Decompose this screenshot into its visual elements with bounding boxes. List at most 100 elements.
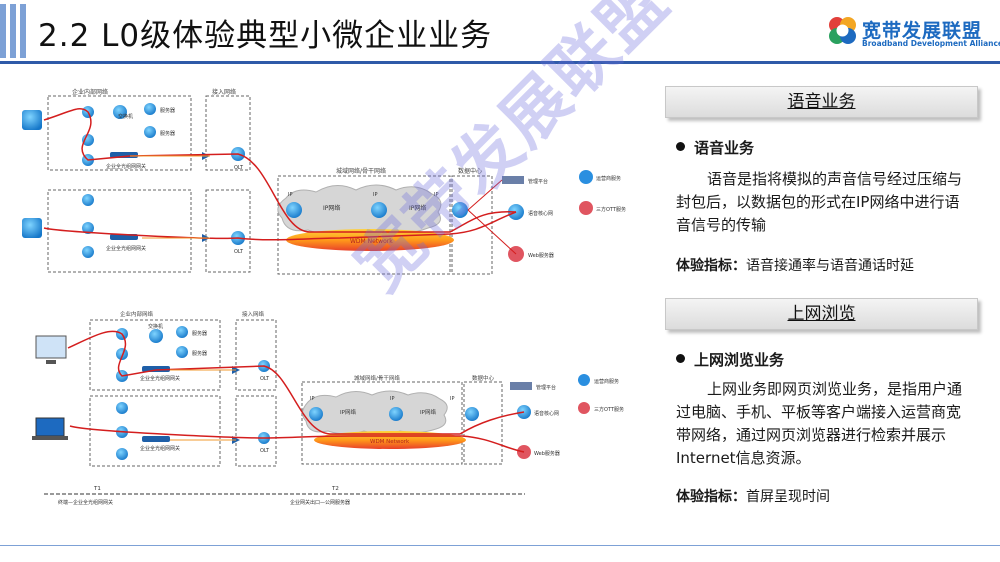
- label-switch: 交换机: [118, 113, 133, 120]
- server-icon: [176, 326, 188, 338]
- footer-divider: [0, 545, 1000, 546]
- dc-box: [451, 175, 493, 275]
- server-icon: [176, 346, 188, 358]
- ip-router-icon: [309, 407, 323, 421]
- diagram-bottom: 企业内部网络 接入网络 城域网络/骨干网络 数据中心 IP网络 IP网络 IP …: [32, 310, 624, 506]
- ip-label-2: IP: [373, 192, 378, 198]
- voice-metric-label: 体验指标：: [676, 258, 746, 274]
- label-third-party: 三方OTT服务: [594, 406, 624, 413]
- mgmt-platform-icon: [510, 382, 532, 390]
- label-web-server: Web服务器: [528, 252, 554, 259]
- laptop-icon: [35, 417, 65, 437]
- web-flow-path: [69, 425, 525, 453]
- label-third-party: 三方OTT服务: [596, 206, 626, 213]
- label-data-center: 数据中心: [472, 374, 495, 382]
- t1-label: T1: [93, 486, 101, 492]
- web-metric: 体验指标：首屏呈现时间: [676, 486, 830, 506]
- section-heading-web: 上网浏览: [665, 298, 978, 330]
- ip-net-label-1: IP网络: [323, 204, 340, 212]
- web-flow-path: [67, 330, 525, 435]
- switch-icon: [113, 105, 127, 119]
- metro-box: [277, 175, 451, 275]
- bullet-voice-text: 语音业务: [694, 139, 755, 157]
- ip-net-label-2: IP网络: [420, 408, 436, 416]
- ip-network-cloud: [302, 390, 448, 435]
- label-op-service: 运营商服务: [596, 175, 621, 182]
- label-olt: OLT: [260, 448, 270, 454]
- mgmt-platform-icon: [502, 176, 524, 184]
- ip-label-3: IP: [434, 192, 439, 198]
- label-olt: OLT: [260, 376, 270, 382]
- label-gateway: 企业全光组网网关: [106, 245, 146, 252]
- ap-icon: [116, 402, 128, 414]
- page-title: 2.2 L0级体验典型小微企业业务: [38, 18, 493, 54]
- t1-desc: 终端—企业全光组网网关: [58, 499, 113, 506]
- title-underline: [0, 61, 1000, 64]
- enterprise-box-2: [47, 189, 192, 273]
- web-metric-label: 体验指标：: [676, 489, 746, 505]
- gateway-icon: [142, 436, 170, 442]
- access-box-2: [235, 395, 277, 467]
- operator-service-icon: [578, 374, 590, 386]
- label-gateway: 企业全光组网网关: [140, 445, 180, 452]
- ap-icon: [82, 222, 94, 234]
- label-op-service: 运营商服务: [594, 378, 619, 385]
- label-gateway: 企业全光组网网关: [140, 375, 180, 382]
- wdm-network-band: [286, 229, 454, 251]
- ott-service-icon: [578, 402, 590, 414]
- logo-subtitle: Broadband Development Alliance: [862, 39, 1000, 48]
- access-box-1: [235, 319, 277, 391]
- voice-flow-path: [43, 211, 517, 241]
- switch-icon: [149, 329, 163, 343]
- voice-metric: 体验指标：语音接通率与语音通话时延: [676, 255, 914, 275]
- label-voice-core: 语音核心网: [528, 210, 553, 217]
- ip-router-icon: [389, 407, 403, 421]
- ip-label-1: IP: [310, 396, 315, 402]
- ap-icon: [82, 194, 94, 206]
- label-olt: OLT: [234, 165, 244, 171]
- bullet-web-text: 上网浏览业务: [694, 351, 785, 369]
- ip-router-icon: [286, 202, 302, 218]
- label-voice-core: 语音核心网: [534, 410, 559, 417]
- operator-service-icon: [579, 170, 593, 184]
- enterprise-box-1: [47, 95, 192, 171]
- diagram-top: 企业内部网络 接入网络 城域网络/骨干网络 数据中心 IP网络 IP网络 IP …: [22, 88, 626, 275]
- phone-terminal-icon: [22, 110, 42, 130]
- voice-metric-value: 语音接通率与语音通话时延: [746, 258, 914, 274]
- server-icon: [144, 126, 156, 138]
- ott-service-icon: [579, 201, 593, 215]
- ip-label-1: IP: [288, 192, 293, 198]
- desktop-pc-icon: [35, 335, 67, 359]
- logo-name: 宽带发展联盟: [862, 20, 983, 42]
- label-server-2: 服务器: [160, 130, 175, 137]
- label-gateway: 企业全光组网网关: [106, 163, 146, 170]
- label-mgmt: 管理平台: [528, 178, 548, 185]
- access-box-2: [205, 189, 251, 273]
- ip-router-icon: [371, 202, 387, 218]
- ip-net-label-2: IP网络: [409, 204, 426, 212]
- ap-icon: [82, 246, 94, 258]
- bullet-dot-icon: [676, 354, 685, 363]
- label-metro-net: 城域网络/骨干网络: [336, 167, 386, 175]
- laptop-base: [32, 436, 68, 440]
- label-web-server: Web服务器: [534, 450, 560, 457]
- server-icon: [144, 103, 156, 115]
- label-server-1: 服务器: [192, 330, 207, 337]
- bullet-dot-icon: [676, 142, 685, 151]
- t2-label: T2: [331, 486, 339, 492]
- ap-icon: [116, 448, 128, 460]
- label-mgmt: 管理平台: [536, 384, 556, 391]
- metro-box: [301, 381, 463, 465]
- network-diagram: 企业内部网络 接入网络 城域网络/骨干网络 数据中心 IP网络 IP网络 IP …: [22, 88, 626, 506]
- enterprise-box-2: [89, 395, 221, 467]
- bullet-web: 上网浏览业务: [676, 349, 784, 370]
- ap-icon: [82, 134, 94, 146]
- enterprise-box-1: [89, 319, 221, 391]
- dc-link: [467, 179, 517, 255]
- ip-router-icon: [452, 202, 468, 218]
- ip-router-icon: [465, 407, 479, 421]
- label-enterprise-net: 企业内部网络: [72, 88, 108, 96]
- label-enterprise-net: 企业内部网络: [120, 310, 154, 318]
- desktop-pc-stand: [46, 360, 56, 364]
- label-switch: 交换机: [148, 323, 163, 330]
